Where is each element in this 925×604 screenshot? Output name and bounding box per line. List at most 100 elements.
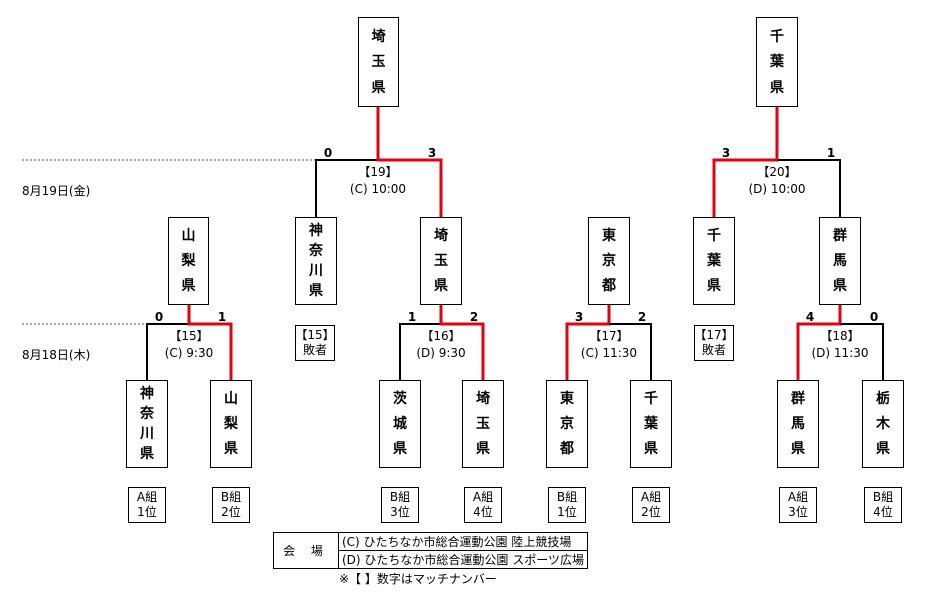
m19-score-left: 0 — [323, 146, 333, 160]
m18-loser-line — [840, 323, 884, 380]
team-char: 県 — [707, 278, 721, 294]
team-char: 木 — [876, 416, 890, 432]
team-char: 玉 — [371, 54, 386, 70]
m16-number: 【16】 — [421, 329, 461, 343]
loser-ref-number: 【17】 — [694, 328, 734, 342]
rank-position: 2位 — [221, 505, 241, 519]
rank-position: 3位 — [788, 505, 808, 519]
m20-score-right: 1 — [826, 146, 836, 160]
venue-d: (D) ひたちなか市総合運動公園 スポーツ広場 — [338, 550, 588, 569]
m18-venue-time: (D) 11:30 — [811, 346, 869, 360]
rank-box-yamanashi: B組 2位 — [212, 487, 250, 523]
m15-winner-line — [187, 305, 233, 380]
team-box-gunma-r1: 群 馬 県 — [777, 380, 819, 468]
loser-ref-label: 敗者 — [701, 343, 726, 357]
team-char: 奈 — [309, 243, 323, 259]
m17-loser-line — [609, 323, 652, 380]
rank-group: B組 — [872, 490, 894, 504]
team-box-yamanashi-r1: 山 梨 県 — [210, 380, 252, 468]
m17-number: 【17】 — [589, 329, 629, 343]
date-day2: 8月19日(金) — [22, 184, 91, 198]
m20-venue-time: (D) 10:00 — [748, 182, 806, 196]
team-char: 千 — [707, 228, 721, 244]
loser-ref-number: 【15】 — [295, 328, 335, 342]
team-box-yamanashi-r2: 山 梨 県 — [168, 217, 209, 305]
venue-table: 会 場 (C) ひたちなか市総合運動公園 陸上競技場 (D) ひたちなか市総合運… — [273, 532, 588, 569]
team-box-chiba-r1: 千 葉 県 — [630, 380, 672, 468]
finalist-box-chiba: 千 葉 県 — [756, 17, 798, 107]
team-char: 県 — [434, 278, 448, 294]
rank-position: 4位 — [873, 505, 893, 519]
m19-winner-line — [376, 107, 443, 217]
m16-venue-time: (D) 9:30 — [416, 346, 466, 360]
team-char: 神 — [309, 223, 323, 239]
rank-group: A組 — [136, 490, 158, 504]
rank-box-kanagawa: A組 1位 — [128, 487, 166, 523]
team-char: 群 — [833, 228, 847, 244]
m18-number: 【18】 — [820, 329, 860, 343]
venue-row: (D) ひたちなか市総合運動公園 スポーツ広場 — [274, 550, 588, 569]
team-char: 埼 — [434, 228, 448, 244]
team-char: 玉 — [434, 253, 448, 269]
footnote: ※【 】数字はマッチナンバー — [339, 572, 497, 586]
m20-number: 【20】 — [757, 165, 797, 179]
team-char: 京 — [602, 253, 616, 269]
rank-group: A組 — [787, 490, 809, 504]
team-char: 栃 — [876, 391, 890, 407]
team-char: 奈 — [140, 406, 154, 422]
m18-score-right: 0 — [869, 310, 879, 324]
rank-box-chiba: A組 2位 — [632, 487, 670, 523]
rank-group: A組 — [472, 490, 494, 504]
loser-ref-label: 敗者 — [302, 343, 327, 357]
team-char: 埼 — [476, 391, 490, 407]
team-char: 都 — [602, 278, 616, 294]
team-char: 馬 — [833, 253, 847, 269]
m20-score-left: 3 — [721, 146, 731, 160]
team-char: 群 — [791, 391, 805, 407]
m18-score-left: 4 — [805, 310, 815, 324]
m16-score-left: 1 — [407, 310, 417, 324]
team-box-ibaraki-r1: 茨 城 県 — [379, 380, 421, 468]
m17-winner-line — [565, 305, 611, 380]
m15-venue-time: (C) 9:30 — [164, 346, 214, 360]
m19-number: 【19】 — [358, 165, 398, 179]
team-char: 茨 — [393, 391, 407, 407]
team-char: 川 — [309, 263, 323, 279]
rank-box-gunma: A組 3位 — [779, 487, 817, 523]
rank-group: B組 — [556, 490, 578, 504]
rank-position: 2位 — [641, 505, 661, 519]
team-char: 葉 — [644, 416, 658, 432]
rank-position: 4位 — [473, 505, 493, 519]
team-char: 千 — [644, 391, 658, 407]
team-char: 県 — [770, 79, 784, 96]
date-day1: 8月18日(木) — [22, 348, 91, 362]
team-char: 東 — [560, 391, 574, 407]
venue-header: 会 場 — [273, 532, 339, 569]
m17-score-right: 2 — [637, 310, 647, 324]
team-char: 都 — [560, 441, 574, 457]
m19-loser-line — [315, 159, 378, 217]
m16-loser-line — [399, 323, 441, 380]
team-char: 玉 — [476, 416, 490, 432]
team-char: 京 — [560, 416, 574, 432]
team-char: 県 — [644, 441, 658, 457]
team-box-chiba-r2: 千 葉 県 — [693, 217, 735, 305]
team-char: 県 — [181, 278, 196, 294]
team-box-tokyo-r2: 東 京 都 — [588, 217, 630, 305]
m18-winner-line — [796, 305, 842, 380]
m17-venue-time: (C) 11:30 — [580, 346, 638, 360]
team-char: 葉 — [770, 54, 784, 70]
loser-ref-17: 【17】 敗者 — [694, 325, 734, 361]
team-char: 神 — [140, 386, 154, 402]
team-char: 県 — [140, 446, 154, 462]
team-char: 山 — [224, 391, 238, 407]
m20-winner-line — [712, 107, 779, 217]
team-box-saitama-r2: 埼 玉 県 — [420, 217, 462, 305]
rank-group: B組 — [220, 490, 242, 504]
finalist-box-saitama: 埼 玉 県 — [358, 17, 399, 107]
m19-score-right: 3 — [427, 146, 437, 160]
m15-score-right: 1 — [217, 310, 227, 324]
rank-position: 1位 — [137, 505, 157, 519]
